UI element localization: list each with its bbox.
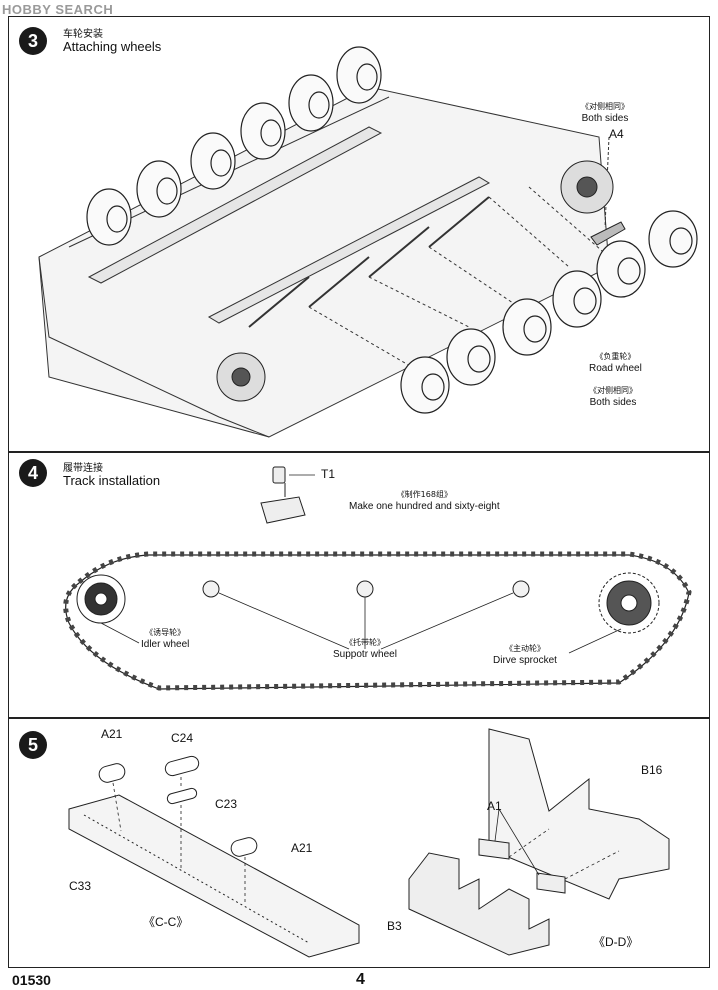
suspension-arms (248, 196, 490, 328)
page-number: 4 (356, 971, 365, 988)
step-3-panel: 3 车轮安装 Attaching wheels (8, 16, 710, 452)
support-wheel-icon (512, 580, 530, 598)
road-wheel-hub-icon (308, 91, 330, 119)
part-a4-label: A4 (609, 127, 624, 141)
part-t1-label: T1 (321, 467, 336, 481)
part-c23-label: C23 (215, 797, 238, 811)
step-3-title-en: Attaching wheels (63, 39, 162, 54)
d-leaders (494, 808, 620, 880)
road-wheel-hub-icon (421, 373, 445, 401)
part-a21-top-label: A21 (101, 727, 123, 741)
part-a21-right-label: A21 (291, 841, 313, 855)
part-a21-icon (230, 837, 258, 857)
make-quantity-label: 《制作168组》 Make one hundred and sixty-eigh… (349, 490, 500, 512)
both-sides-top-label: 《对侧相同》 Both sides (581, 102, 629, 124)
road-wheel-hub-icon (523, 315, 547, 343)
step-3-badge: 3 (19, 27, 47, 55)
part-b3-label: B3 (387, 919, 402, 933)
structure-b16 (488, 728, 670, 900)
hull-rail-2 (207, 176, 491, 324)
track-leader-lines (100, 592, 622, 654)
track-link-t1-icon (260, 466, 315, 524)
plate-c33 (68, 794, 360, 958)
upper-road-wheels (86, 46, 382, 246)
product-code: 01530 (12, 972, 51, 988)
support-wheels (202, 580, 530, 598)
watermark-logo: HOBBY SEARCH (2, 2, 114, 17)
part-a1-icon (536, 872, 566, 894)
road-wheel-hub-icon (573, 287, 597, 315)
part-a21-icon (98, 763, 126, 783)
structure-b3 (408, 838, 566, 956)
step-5-panel: 5 A21 C24 C23 A21 (8, 718, 710, 968)
wheel-leader-lines (308, 186, 610, 378)
part-c33-label: C33 (69, 879, 92, 893)
road-wheel-hub-icon (260, 119, 282, 147)
hull-side (38, 256, 270, 438)
hull-rail-1 (87, 126, 383, 284)
part-a4-shape (590, 221, 626, 246)
part-c24-label: C24 (171, 731, 194, 745)
step-4-title-en: Track installation (63, 473, 161, 488)
c-leaders (112, 777, 246, 903)
section-dd-label: 《D-D》 (593, 935, 639, 949)
road-wheel-label: 《负重轮》 Road wheel (589, 352, 642, 374)
part-b16-label: B16 (641, 763, 663, 777)
road-wheel-hub-icon (210, 149, 232, 177)
both-sides-bottom-label: 《对侧相同》 Both sides (589, 386, 637, 408)
idler-wheel-label: 《诱导轮》 Idler wheel (141, 628, 190, 650)
track-run (63, 551, 692, 691)
road-wheel-hub-icon (617, 257, 641, 285)
step-4-title-cn: 履带连接 (63, 463, 103, 474)
road-wheel-hub-icon (669, 227, 693, 255)
step-4-panel: 4 履带连接 Track installation (8, 452, 710, 718)
part-a1-icon (478, 838, 510, 860)
part-a1-label: A1 (487, 799, 502, 813)
track-diagram (63, 466, 692, 691)
assembly-diagram (68, 728, 670, 958)
road-wheel-hub-icon (467, 345, 491, 373)
road-wheel-hub-icon (156, 177, 178, 205)
lower-road-wheels (400, 210, 698, 414)
support-wheel-label: 《托带轮》 Suppotr wheel (333, 638, 397, 660)
hull-wheels-diagram (38, 46, 698, 438)
step-5-badge: 5 (19, 731, 47, 759)
idler-wheel-icon (76, 574, 126, 624)
cylinder-parts (98, 755, 258, 857)
hull-sprockets (216, 160, 614, 402)
step-3-title-cn: 车轮安装 (63, 29, 103, 40)
part-c23-icon (166, 787, 198, 805)
part-c24-icon (164, 755, 200, 777)
support-wheel-icon (202, 580, 220, 598)
road-wheel-hub-icon (356, 63, 378, 91)
road-wheel-hub-icon (106, 205, 128, 233)
drive-sprocket-icon (598, 572, 660, 634)
support-wheel-icon (356, 580, 374, 598)
step-4-badge: 4 (19, 459, 47, 487)
drive-sprocket-label: 《主动轮》 Dirve sprocket (493, 644, 557, 666)
section-cc-label: 《C-C》 (143, 915, 189, 929)
